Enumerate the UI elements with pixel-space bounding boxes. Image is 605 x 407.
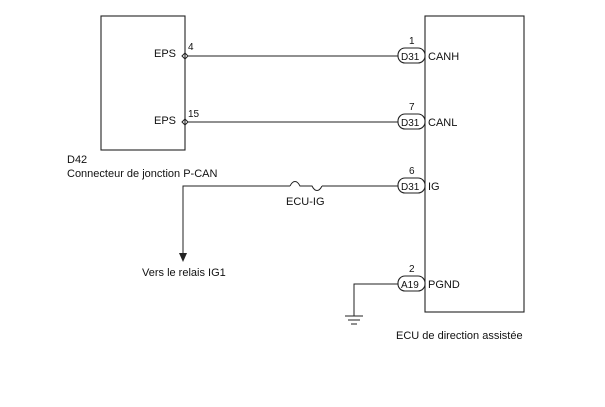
wire-ig bbox=[182, 185, 290, 255]
wire-pgnd bbox=[353, 283, 398, 316]
junction-pin-number: 15 bbox=[188, 109, 200, 120]
connector-badge bbox=[397, 113, 426, 130]
terminal-pin: 1 bbox=[409, 36, 415, 47]
connector-badge bbox=[397, 47, 426, 64]
connector-code: A19 bbox=[401, 280, 419, 291]
junction-pin-label: EPS bbox=[154, 48, 176, 60]
ecu-box bbox=[424, 15, 525, 313]
terminal-signal: CANL bbox=[428, 117, 457, 129]
connector-badge bbox=[397, 275, 426, 292]
connector-code: D31 bbox=[401, 182, 420, 193]
terminal-pin: 2 bbox=[409, 264, 415, 275]
fuse-symbol bbox=[289, 181, 323, 191]
terminal-pin: 7 bbox=[409, 102, 415, 113]
junction-connector-name: Connecteur de jonction P-CAN bbox=[67, 168, 217, 180]
terminal-signal: CANH bbox=[428, 51, 459, 63]
terminal-signal: PGND bbox=[428, 279, 460, 291]
connector-code: D31 bbox=[401, 52, 420, 63]
junction-pin-label: EPS bbox=[154, 115, 176, 127]
relay-note: Vers le relais IG1 bbox=[142, 267, 226, 279]
terminal-pin: 6 bbox=[409, 166, 415, 177]
terminal-signal: IG bbox=[428, 181, 440, 193]
junction-connector-box bbox=[100, 15, 186, 151]
arrow-down-icon bbox=[179, 253, 187, 262]
connector-code: D31 bbox=[401, 118, 420, 129]
junction-connector-code: D42 bbox=[67, 154, 87, 166]
connector-badge bbox=[397, 177, 426, 194]
ecu-name: ECU de direction assistée bbox=[396, 330, 523, 342]
junction-pin-number: 4 bbox=[188, 42, 194, 53]
fuse-label: ECU-IG bbox=[286, 196, 325, 208]
